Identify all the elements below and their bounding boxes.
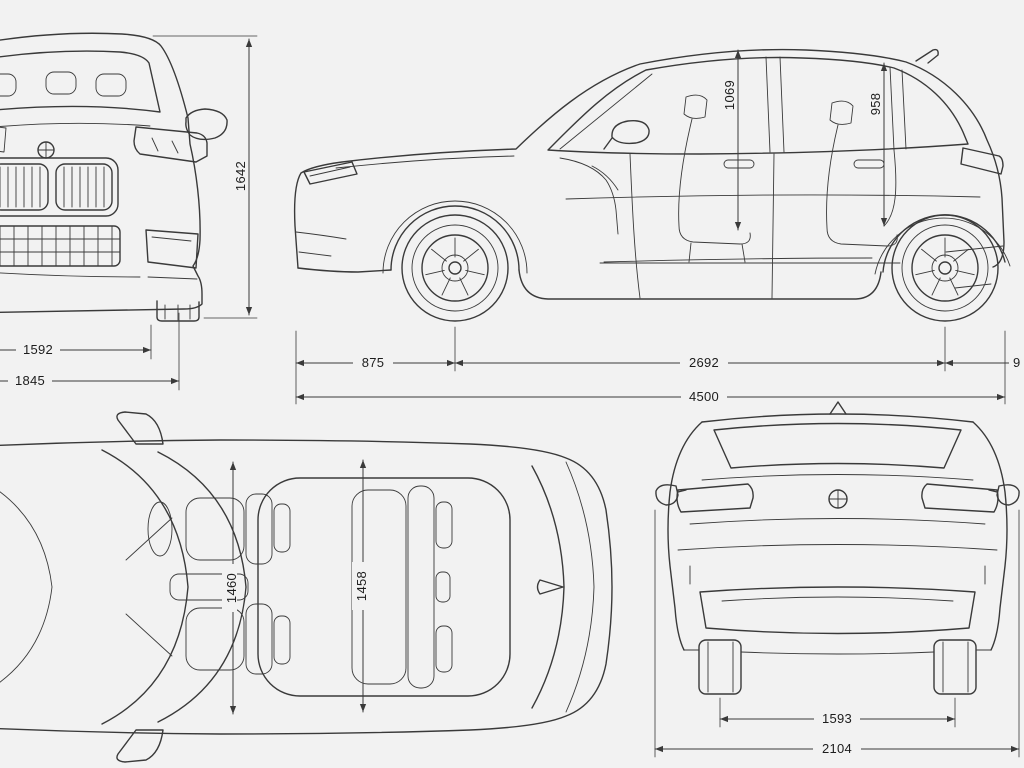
side-headlight [303,161,358,185]
top-body-outline [0,439,613,735]
panoramic-roof [257,477,511,697]
roof-antenna-fin [915,48,939,64]
dim-label-overall-height: 1642 [233,161,248,191]
side-mirror [603,120,650,150]
top-body [0,411,613,763]
top-rear-window-line [531,465,565,709]
dim-label-rear-track: 1593 [822,711,852,726]
top-view: 1460 1458 [0,411,613,763]
taillight-left [676,483,754,513]
top-windshield-line [157,451,247,723]
front-seat [678,94,751,245]
rear-window [713,422,962,469]
front-windshield [0,50,161,113]
dim-label-rear-interior-height: 958 [868,93,883,116]
taillight-right [921,483,999,513]
door-handle-rear [853,159,885,169]
side-glass [547,56,969,155]
side-view: 1069 958 875 2692 9 4500 [293,48,1024,405]
steering-wheel [147,501,173,557]
top-antenna-fin [536,579,564,595]
brand-roundel-rear-icon [828,489,848,509]
dim-label-front-interior-height: 1069 [722,80,737,110]
front-headrests [0,71,127,97]
front-grille [0,141,119,217]
rear-seat [826,100,898,247]
rear-antenna-fin [829,401,847,415]
dim-label-rear-interior-width: 1458 [354,571,369,601]
front-headlight-right [133,126,208,163]
rear-mirror-right [988,484,1020,506]
front-mirror [185,108,228,141]
center-console [169,573,249,601]
front-lights [0,126,208,163]
side-wheel-front [401,214,509,322]
front-body-outline [0,32,203,313]
dim-label-wheelbase: 2692 [689,355,719,370]
rear-wheels [683,639,992,695]
rear-wheel-arch [882,214,1006,273]
front-dimensions: 1642 1592 1845 [0,35,258,391]
side-dimensions: 1069 958 875 2692 9 4500 [295,49,1024,405]
front-view: 1642 1592 1845 [0,32,258,391]
dim-label-rear-overhang: 9 [1013,355,1021,370]
side-interior [559,94,901,264]
dim-label-front-overhang: 875 [362,355,385,370]
rear-body [667,401,1008,651]
top-dimensions: 1460 1458 [222,459,369,715]
top-mirror-left [116,411,164,445]
door-handle-front [723,159,755,169]
front-wheel-arch [390,205,520,271]
rear-mirror-left [655,484,687,506]
front-body [0,32,228,313]
top-cowl-line [101,449,189,725]
dim-label-overall-width: 1845 [15,373,45,388]
side-wheel-rear [891,214,999,322]
front-headlight-left [0,126,7,153]
brand-roundel-icon [37,141,55,159]
rear-bench-back [407,485,435,689]
front-hood-line [0,122,151,127]
rear-details [655,483,1020,635]
top-seats [147,485,453,689]
front-bumper [0,225,200,322]
rear-view: 1593 2104 [654,401,1020,758]
dim-label-front-interior-width: 1460 [224,573,239,603]
side-body-outline [293,48,1005,269]
rear-bumper-skid [699,586,976,635]
front-view-wheel [156,300,200,322]
side-taillight [960,147,1004,175]
dim-label-overall-length: 4500 [689,389,719,404]
rear-dimensions: 1593 2104 [654,509,1020,758]
dim-label-overall-width-mirrors: 2104 [822,741,852,756]
dim-label-front-track: 1592 [23,342,53,357]
top-mirror-right [116,729,164,763]
